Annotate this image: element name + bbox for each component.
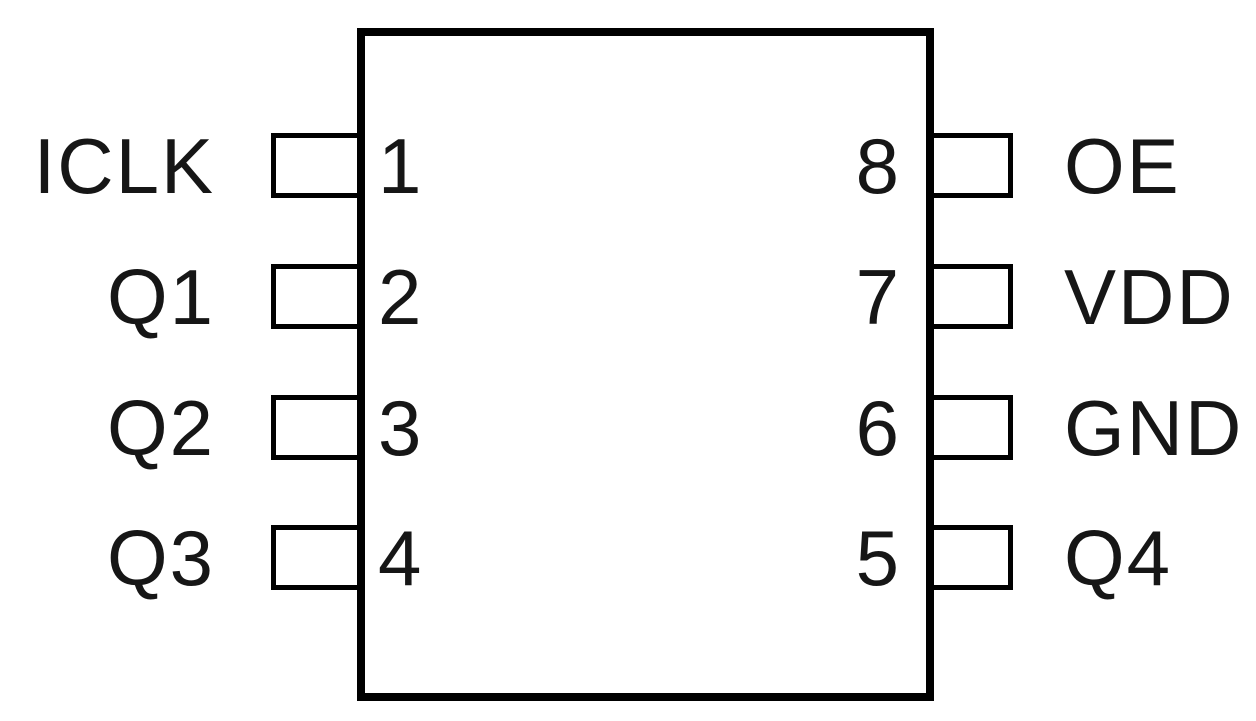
pin-number-8: 8 bbox=[855, 121, 901, 210]
pin-box-8 bbox=[930, 133, 1013, 198]
pin-box-2 bbox=[271, 264, 361, 329]
pin-label-oe: OE bbox=[1064, 121, 1181, 210]
pin-number-6: 6 bbox=[855, 383, 901, 472]
pin-number-7: 7 bbox=[855, 252, 901, 341]
pin-box-4 bbox=[271, 525, 361, 590]
pin-label-gnd: GND bbox=[1064, 383, 1244, 472]
pin-box-1 bbox=[271, 133, 361, 198]
pin-label-q2: Q2 bbox=[106, 383, 215, 472]
pin-box-5 bbox=[930, 525, 1013, 590]
pin-box-7 bbox=[930, 264, 1013, 329]
pin-number-1: 1 bbox=[378, 121, 424, 210]
pin-label-iclk: ICLK bbox=[33, 121, 215, 210]
pin-number-4: 4 bbox=[378, 513, 424, 602]
pin-number-2: 2 bbox=[378, 252, 424, 341]
pin-number-3: 3 bbox=[378, 383, 424, 472]
pin-box-6 bbox=[930, 395, 1013, 460]
pin-label-q3: Q3 bbox=[106, 513, 215, 602]
pin-number-5: 5 bbox=[855, 513, 901, 602]
ic-package-body bbox=[357, 28, 934, 701]
pin-label-vdd: VDD bbox=[1064, 252, 1235, 341]
pin-label-q4: Q4 bbox=[1064, 513, 1173, 602]
pin-label-q1: Q1 bbox=[106, 252, 215, 341]
pin-box-3 bbox=[271, 395, 361, 460]
